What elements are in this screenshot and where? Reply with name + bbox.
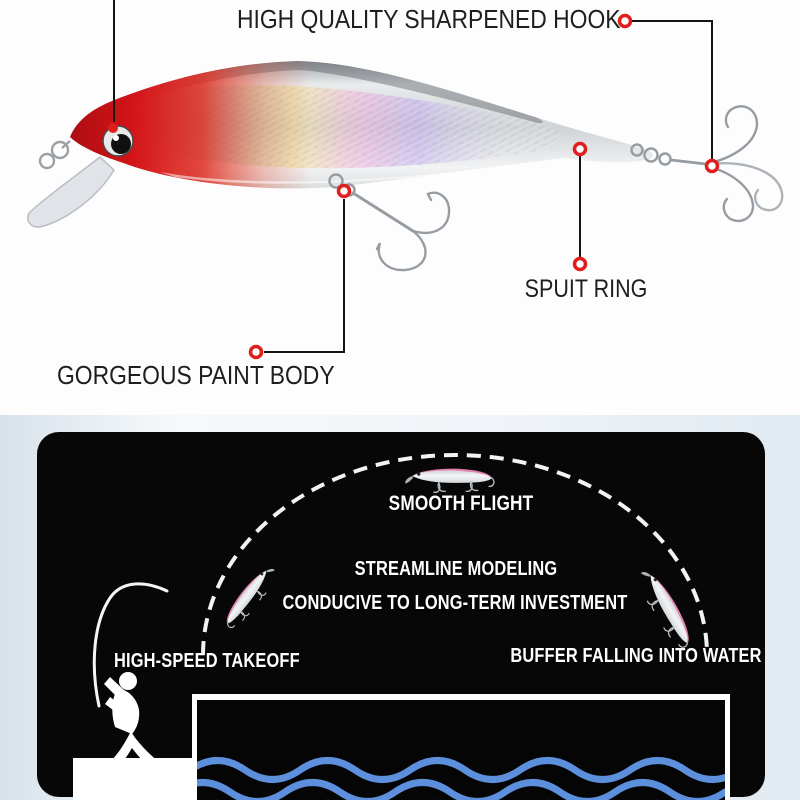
callout-line-paintbody	[264, 199, 345, 353]
callout-rings	[248, 13, 720, 360]
callout-line-hook	[632, 20, 713, 159]
panel-label-investment: CONDUCIVE TO LONG-TERM INVESTMENT	[282, 592, 628, 614]
callout-ring-hook-label	[617, 13, 633, 29]
callout-label-hook: HIGH QUALITY SHARPENED HOOK	[237, 4, 621, 34]
product-lure-illustration	[27, 61, 784, 272]
callout-lines	[113, 0, 713, 353]
photo-background	[0, 0, 800, 415]
panel-label-smooth-flight: SMOOTH FLIGHT	[388, 492, 534, 515]
callout-label-splitring: SPUIT RING	[524, 275, 648, 303]
callout-label-paintbody: GORGEOUS PAINT BODY	[57, 360, 335, 390]
lure-eye	[102, 125, 134, 157]
panel-label-takeoff: HIGH-SPEED TAKEOFF	[114, 650, 300, 672]
callout-dot-eye	[108, 123, 118, 133]
tail-hook	[630, 105, 784, 223]
lure-red-head	[70, 61, 653, 189]
nose-split-rings	[38, 140, 71, 170]
panel-label-streamline: STREAMLINE MODELING	[354, 558, 558, 580]
callout-ring-body-point	[572, 141, 588, 157]
belly-hook	[328, 173, 451, 272]
callout-ring-bellyhook	[336, 183, 352, 199]
callout-ring-splitring-label	[572, 256, 588, 272]
water-box	[192, 694, 730, 800]
panel-label-buffer: BUFFER FALLING INTO WATER	[510, 645, 762, 667]
trajectory-arc	[201, 453, 709, 656]
pier-platform	[73, 758, 192, 800]
callout-ring-paintbody-label	[248, 344, 264, 360]
callout-ring-hook-target	[704, 158, 720, 174]
lure-lip	[27, 156, 115, 228]
fishing-rod	[92, 582, 169, 708]
